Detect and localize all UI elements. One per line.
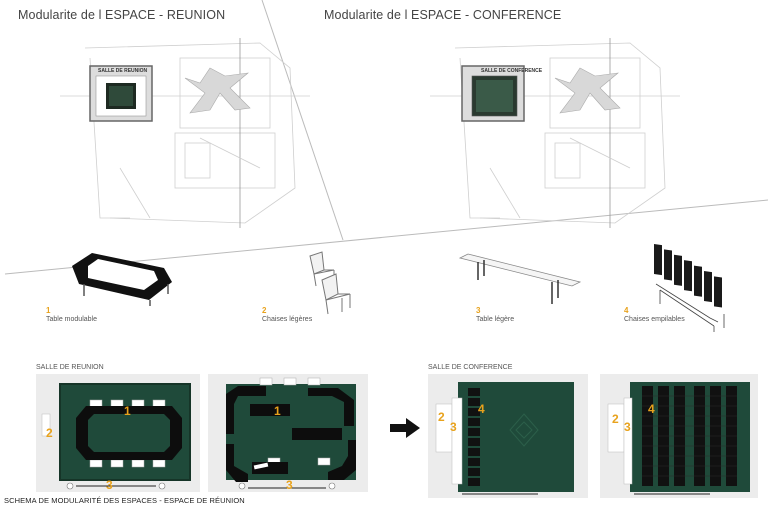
section-label-conference: SALLE DE CONFERENCE — [428, 364, 513, 371]
caption-table-legere: 3 Table légère — [476, 306, 515, 323]
section-label-reunion: SALLE DE REUNION — [36, 364, 104, 371]
panel-conference-config-1: 2 3 4 — [428, 374, 588, 498]
panel-2-number-3: 3 — [286, 478, 293, 492]
panel-3-number-4: 4 — [478, 402, 485, 416]
panel-3-number-2: 2 — [438, 410, 445, 424]
plan-label-reunion: SALLE DE REUNION — [98, 68, 148, 74]
panel-4-number-3: 3 — [624, 420, 631, 434]
panel-reunion-config-2: 1 3 — [208, 374, 368, 492]
panel-2-number-1: 1 — [274, 404, 281, 418]
modular-table-illustration — [72, 253, 172, 306]
panel-1-number-3: 3 — [106, 478, 113, 492]
panel-3-number-3: 3 — [450, 420, 457, 434]
panel-4-number-2: 2 — [612, 412, 619, 426]
floor-plan-reunion — [60, 38, 310, 228]
panel-3-drawing — [435, 382, 574, 495]
panel-reunion-config-1: 1 2 3 — [36, 374, 200, 492]
panel-4-number-4: 4 — [648, 402, 655, 416]
panel-4-drawing — [607, 382, 750, 495]
panel-2-drawing — [226, 377, 356, 490]
plan-label-conference: SALLE DE CONFERENCE — [481, 68, 543, 74]
footer-caption: SCHEMA DE MODULARITÉ DES ESPACES - ESPAC… — [4, 496, 245, 505]
caption-table-modulable: 1 Table modulable — [46, 306, 97, 323]
panel-1-number-2: 2 — [46, 426, 53, 440]
light-chairs-illustration — [309, 251, 351, 315]
light-table-illustration — [458, 253, 582, 304]
transition-arrow-icon — [390, 418, 420, 438]
floor-plan-conference — [430, 38, 680, 228]
panel-1-drawing — [41, 383, 191, 490]
panel-1-number-1: 1 — [124, 404, 131, 418]
stackable-chairs-illustration — [654, 243, 725, 332]
panel-conference-config-2: 2 3 4 — [600, 374, 758, 498]
heading-conference: Modularite de l ESPACE - CONFERENCE — [324, 8, 562, 22]
heading-reunion: Modularite de l ESPACE - REUNION — [18, 8, 226, 22]
caption-chaises-legeres: 2 Chaises légères — [262, 306, 313, 323]
caption-chaises-empilables: 4 Chaises empilables — [624, 306, 685, 323]
